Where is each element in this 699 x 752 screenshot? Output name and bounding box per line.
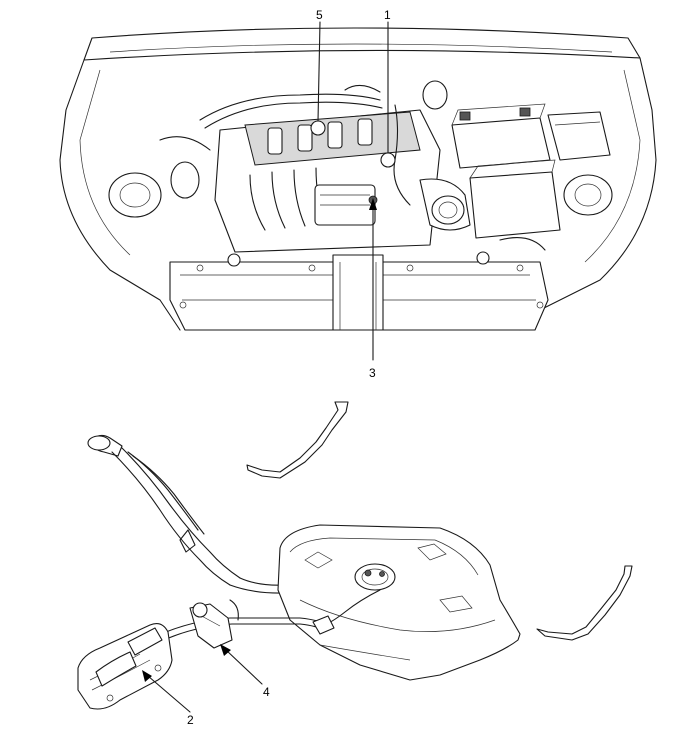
arrow-2 [142,670,152,682]
leader-line-4 [225,649,263,685]
callout-3: 3 [369,366,376,380]
arrow-4 [220,644,231,656]
engine-compartment-illustration [59,27,657,331]
callout-leaders [142,21,389,713]
arrow-3 [369,198,377,210]
leader-line-5 [317,21,321,122]
fuel-system-illustration [77,401,633,710]
callout-2: 2 [187,713,194,727]
callout-4: 4 [263,685,270,699]
callout-5: 5 [316,8,323,22]
callout-1: 1 [384,8,391,22]
leader-line-2 [147,675,191,713]
